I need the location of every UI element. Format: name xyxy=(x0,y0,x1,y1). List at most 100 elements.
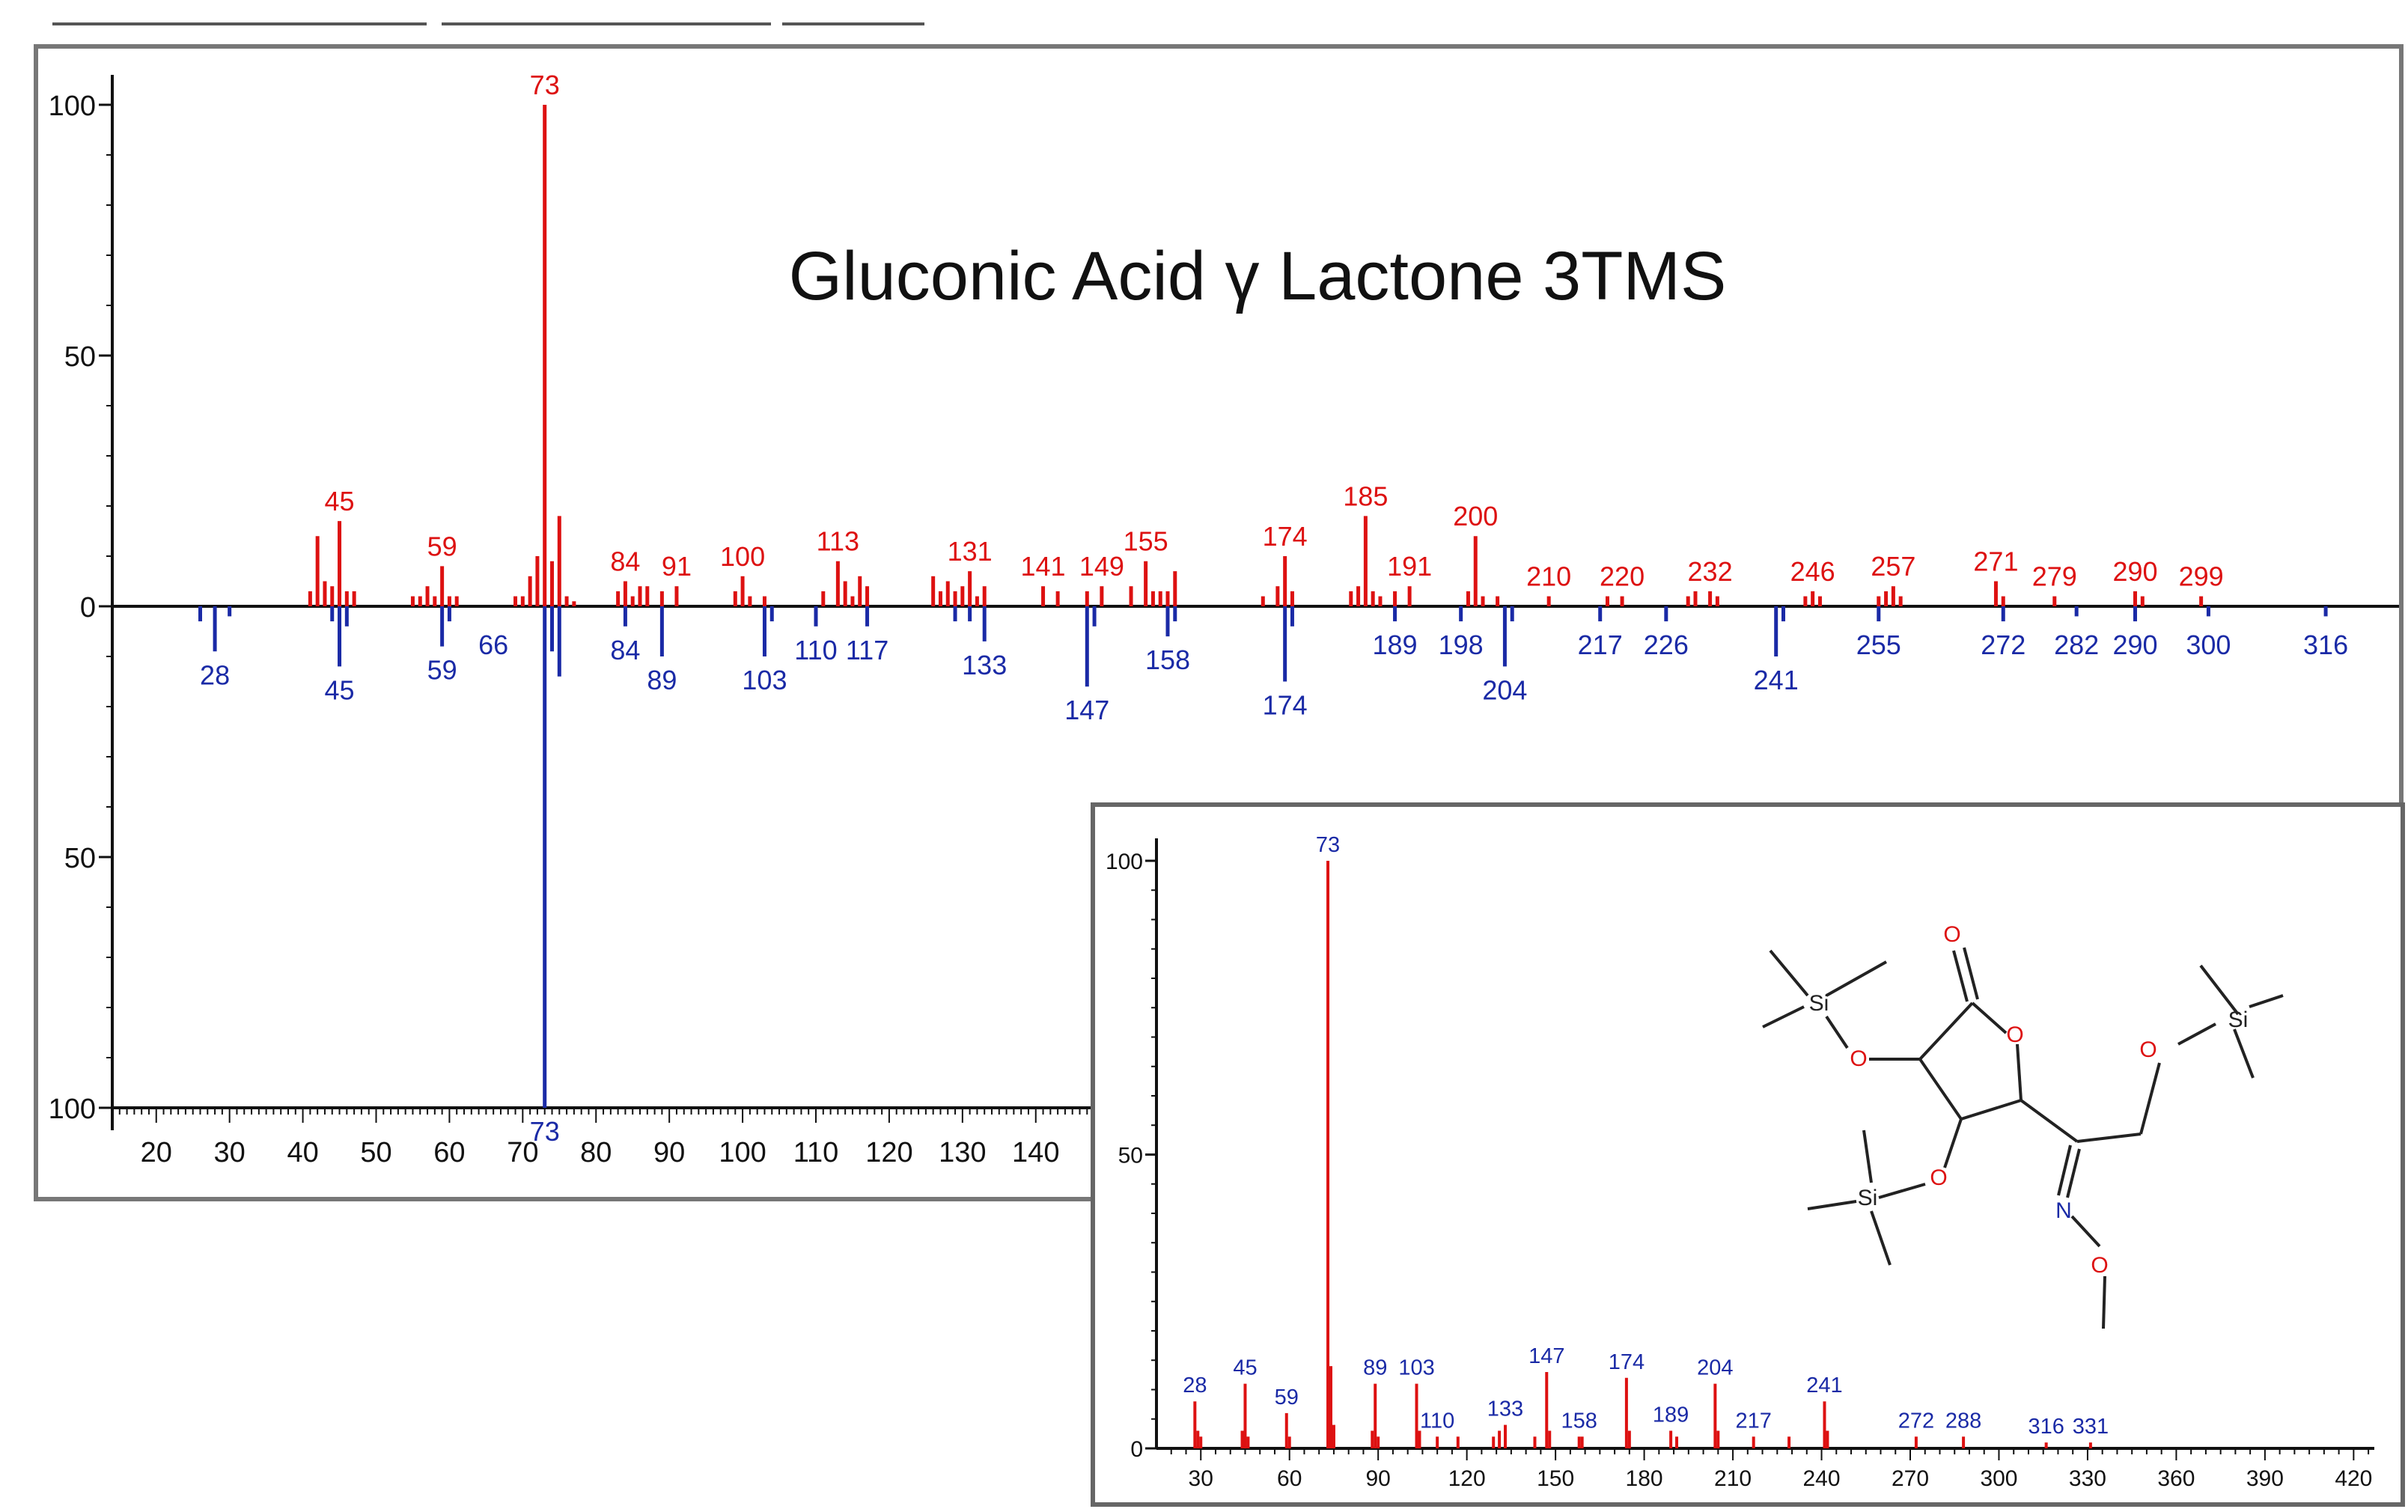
window-tab-line xyxy=(52,22,427,25)
sample-peak-label: 279 xyxy=(2032,561,2077,592)
inset-peak-label: 147 xyxy=(1528,1344,1564,1368)
x-tick-label: 110 xyxy=(793,1137,839,1168)
sample-peak-label: 246 xyxy=(1790,556,1835,587)
inset-x-tick-label: 90 xyxy=(1365,1466,1390,1491)
atom-label: O xyxy=(2139,1037,2156,1062)
atom-label: O xyxy=(1930,1165,1947,1190)
inset-peak-label: 133 xyxy=(1487,1397,1523,1421)
chart-title: Gluconic Acid γ Lactone 3TMS xyxy=(789,238,1727,314)
atom-label: O xyxy=(2091,1253,2108,1278)
x-tick-label: 130 xyxy=(939,1137,986,1168)
sample-peak-label: 73 xyxy=(530,70,560,100)
library-peak-label: 117 xyxy=(846,635,888,665)
library-peak-label: 255 xyxy=(1856,630,1901,660)
inset-x-tick-label: 30 xyxy=(1189,1466,1213,1491)
sample-peak-label: 299 xyxy=(2179,561,2224,592)
atom-label: O xyxy=(1850,1046,1867,1071)
library-peak-label: 290 xyxy=(2112,630,2157,660)
y-tick-label: 0 xyxy=(80,592,96,624)
sample-peak-label: 59 xyxy=(427,531,457,561)
library-peak-label: 217 xyxy=(1578,630,1623,660)
y-tick-label: 50 xyxy=(64,843,96,874)
inset-x-tick-label: 240 xyxy=(1803,1466,1841,1491)
library-peak-label: 316 xyxy=(2303,630,2348,660)
library-peak-label: 204 xyxy=(1482,674,1527,705)
sample-peak-label: 91 xyxy=(662,551,692,582)
inset-peak-label: 241 xyxy=(1806,1374,1842,1397)
sample-peak-label: 290 xyxy=(2112,556,2157,587)
window-tab-line xyxy=(442,22,771,25)
atom-label: O xyxy=(1943,922,1960,947)
inset-peak-label: 204 xyxy=(1697,1356,1733,1380)
sample-peak-label: 45 xyxy=(325,486,355,516)
inset-y-tick-label: 100 xyxy=(1106,850,1143,874)
library-peak-label: 147 xyxy=(1064,695,1109,725)
inset-x-tick-label: 390 xyxy=(2246,1466,2284,1491)
inset-peak-label: 89 xyxy=(1363,1356,1387,1380)
inset-x-tick-label: 420 xyxy=(2335,1466,2372,1491)
sample-peak-label: 200 xyxy=(1453,501,1498,531)
library-peak-label: 198 xyxy=(1439,630,1484,660)
atom-label: N xyxy=(2055,1198,2072,1223)
inset-x-tick-label: 180 xyxy=(1626,1466,1663,1491)
x-tick-label: 90 xyxy=(653,1137,685,1168)
inset-panel-frame xyxy=(1091,802,2405,1507)
x-tick-label: 20 xyxy=(141,1137,172,1168)
inset-x-tick-label: 120 xyxy=(1448,1466,1486,1491)
sample-peak-label: 220 xyxy=(1600,561,1645,592)
sample-peak-label: 100 xyxy=(720,541,765,572)
sample-peak-label: 174 xyxy=(1263,521,1308,552)
library-peak-label: 103 xyxy=(742,665,787,695)
y-tick-label: 100 xyxy=(49,1094,96,1125)
library-peak-label: 66 xyxy=(478,630,508,660)
x-tick-label: 120 xyxy=(865,1137,912,1168)
library-peak-label: 89 xyxy=(647,665,677,695)
inset-x-tick-label: 210 xyxy=(1714,1466,1752,1491)
inset-x-tick-label: 60 xyxy=(1277,1466,1302,1491)
sample-peak-label: 84 xyxy=(610,546,640,577)
library-peak-label: 110 xyxy=(794,635,837,665)
library-peak-label: 84 xyxy=(610,635,640,665)
x-tick-label: 80 xyxy=(580,1137,612,1168)
inset-x-tick-label: 150 xyxy=(1537,1466,1574,1491)
inset-y-tick-label: 0 xyxy=(1130,1437,1143,1462)
inset-peak-label: 189 xyxy=(1653,1403,1689,1427)
sample-peak-label: 131 xyxy=(948,536,993,567)
inset-peak-label: 272 xyxy=(1898,1409,1934,1433)
inset-x-tick-label: 360 xyxy=(2157,1466,2195,1491)
sample-peak-label: 141 xyxy=(1021,551,1066,582)
inset-peak-label: 103 xyxy=(1398,1356,1434,1380)
atom-label: Si xyxy=(2228,1008,2249,1032)
x-tick-label: 50 xyxy=(360,1137,391,1168)
inset-peak-label: 59 xyxy=(1275,1386,1299,1409)
sample-peak-label: 185 xyxy=(1343,481,1388,511)
library-peak-label: 300 xyxy=(2186,630,2231,660)
atom-label: O xyxy=(2006,1022,2023,1047)
inset-peak-label: 73 xyxy=(1316,833,1340,857)
library-peak-label: 189 xyxy=(1373,630,1418,660)
y-tick-label: 50 xyxy=(64,341,96,373)
x-tick-label: 70 xyxy=(507,1137,538,1168)
y-tick-label: 100 xyxy=(49,91,96,122)
x-tick-label: 40 xyxy=(287,1137,318,1168)
x-tick-label: 140 xyxy=(1012,1137,1059,1168)
window-tab-line xyxy=(782,22,924,25)
library-peak-label: 73 xyxy=(530,1116,560,1147)
sample-peak-label: 149 xyxy=(1079,551,1124,582)
sample-peak-label: 155 xyxy=(1124,526,1168,557)
x-tick-label: 100 xyxy=(719,1137,766,1168)
atom-label: Si xyxy=(1809,991,1829,1016)
atom-label: Si xyxy=(1858,1186,1878,1210)
inset-peak-label: 110 xyxy=(1420,1409,1454,1433)
library-peak-label: 45 xyxy=(325,674,355,705)
sample-peak-label: 271 xyxy=(1973,546,2018,577)
library-peak-label: 174 xyxy=(1263,690,1308,721)
molecular-structure: O O O O O O N Si Si Si xyxy=(1762,922,2284,1329)
inset-peak-label: 288 xyxy=(1945,1409,1981,1433)
library-peak-label: 158 xyxy=(1145,644,1190,675)
inset-peak-label: 45 xyxy=(1233,1356,1257,1380)
inset-peak-label: 28 xyxy=(1183,1374,1207,1397)
sample-peak-label: 191 xyxy=(1387,551,1432,582)
